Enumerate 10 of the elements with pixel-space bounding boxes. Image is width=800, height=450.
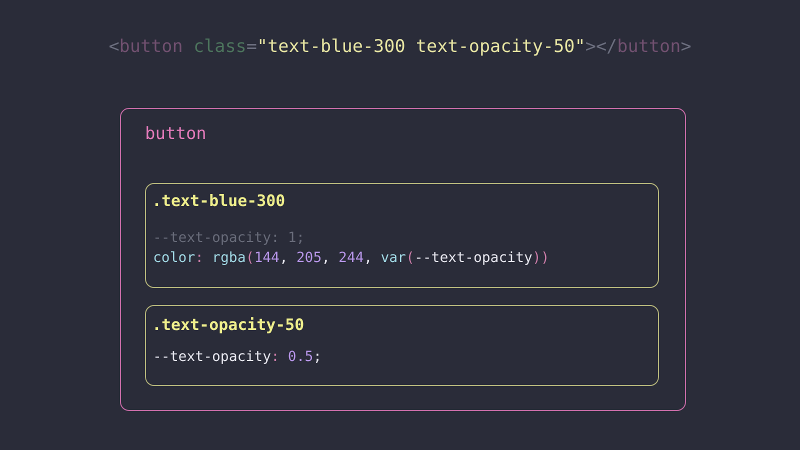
- css-declaration: --text-opacity: 0.5;: [153, 348, 322, 366]
- element-panel: [120, 108, 686, 411]
- css-rule-card: [145, 183, 659, 288]
- css-declaration: color: rgba(144, 205, 244, var(--text-opacity)): [153, 249, 550, 267]
- class-selector: .text-blue-300: [152, 192, 286, 210]
- class-selector: .text-opacity-50: [152, 316, 304, 334]
- css-declaration: --text-opacity: 1;: [153, 229, 305, 247]
- css-rule-card: [145, 305, 659, 386]
- html-code-line: <button class="text-blue-300 text-opacity-50"></button>: [108, 36, 692, 58]
- element-name: button: [145, 125, 206, 143]
